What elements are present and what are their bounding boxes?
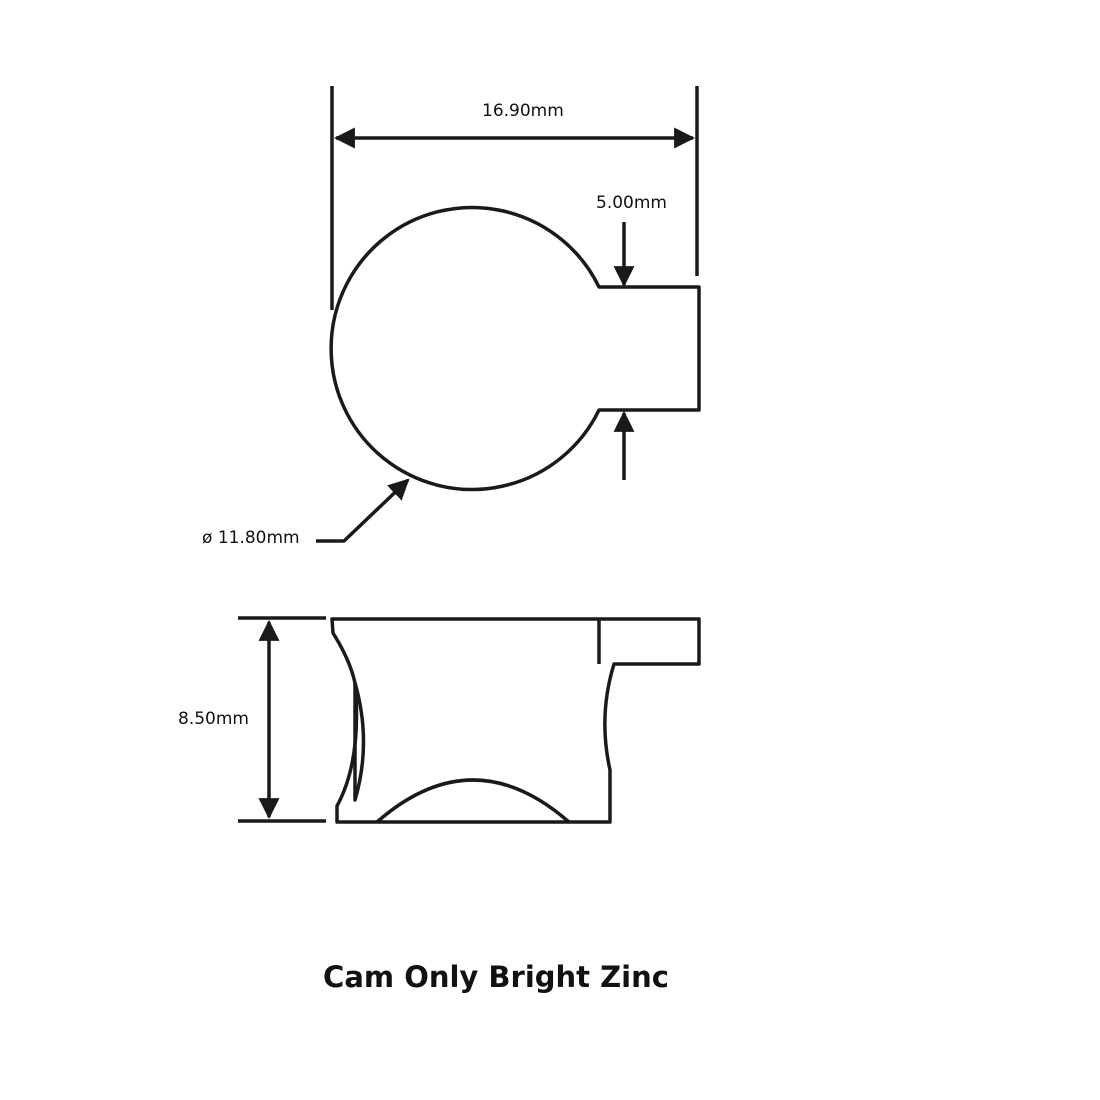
product-title: Cam Only Bright Zinc [323, 960, 669, 994]
diameter-label: ø 11.80mm [202, 528, 300, 548]
diameter-value: 11.80mm [217, 528, 300, 548]
side-lens [353, 682, 366, 802]
height-label: 8.50mm [178, 709, 249, 729]
overall-width-label: 16.90mm [482, 101, 564, 121]
cam-outline-side [330, 617, 701, 824]
diameter-symbol: ø [202, 528, 213, 548]
cam-outline-top [329, 205, 701, 492]
bottom-arch [375, 778, 571, 824]
diameter-leader [316, 478, 410, 543]
side-view [238, 616, 701, 824]
tab-width-label: 5.00mm [596, 193, 667, 213]
top-view [316, 86, 701, 543]
